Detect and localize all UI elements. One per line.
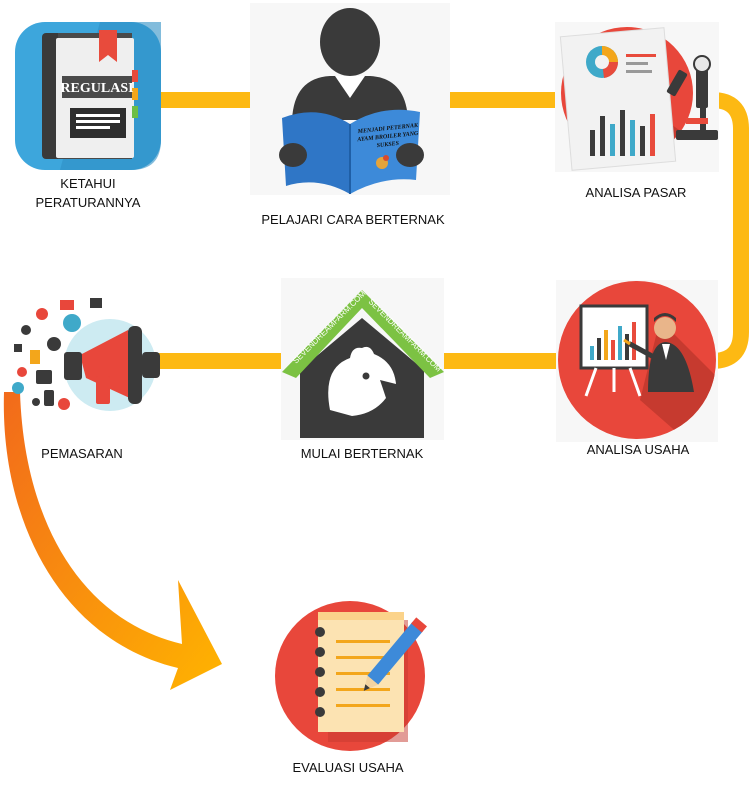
regulasi-text: REGULASI	[60, 81, 133, 96]
megaphone-marketing-icon	[12, 298, 160, 411]
notepad-pencil-icon	[275, 601, 427, 751]
market-analysis-report-icon	[555, 22, 719, 172]
label-pelajari: PELAJARI CARA BERTERNAK	[261, 212, 445, 227]
label-pemasaran: PEMASARAN	[41, 446, 123, 461]
label-analisa-usaha: ANALISA USAHA	[587, 442, 690, 457]
person-reading-book-icon: MENJADI PETERNAK AYAM BROILER YANG SUKSE…	[250, 3, 450, 195]
chicken-house-icon: SEVENDREAMFARM.COM SEVENDREAMFARM.COM	[281, 278, 444, 440]
book-title-line-3: SUKSES	[376, 141, 400, 149]
label-analisa-pasar: ANALISA PASAR	[586, 185, 687, 200]
label-mulai-berternak: MULAI BERTERNAK	[301, 446, 424, 461]
label-ketahui-line-1: KETAHUI	[60, 176, 115, 191]
label-evaluasi-usaha: EVALUASI USAHA	[292, 760, 403, 775]
regulation-book-icon: REGULASI	[15, 22, 161, 170]
label-ketahui-line-2: PERATURANNYA	[36, 195, 141, 210]
curved-arrow-to-evaluation	[3, 392, 222, 690]
business-presentation-icon	[556, 280, 718, 442]
process-connector-line	[150, 92, 749, 369]
